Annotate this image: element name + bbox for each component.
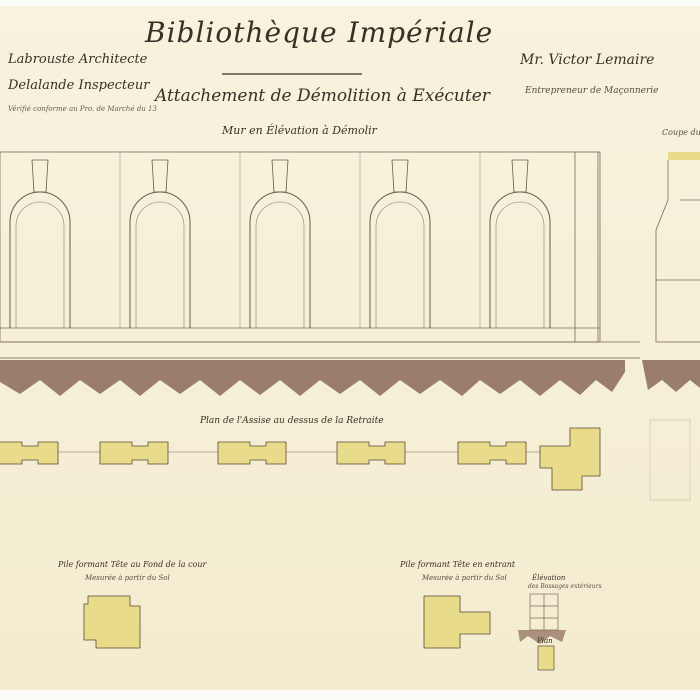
contractor-name: Mr. Victor Lemaire: [520, 52, 655, 68]
drawing-title: Bibliothèque Impériale: [145, 16, 494, 49]
wall-elevation: [0, 151, 640, 359]
pile2-label: Pile formant Tête en entrant: [400, 560, 516, 569]
plan-label: Plan de l'Assise au dessus de la Retrait…: [200, 416, 384, 426]
elevation-sub: des Bossages extérieurs: [528, 583, 602, 590]
inspector-label: Delalande Inspecteur: [8, 78, 150, 93]
keystone: [511, 159, 529, 193]
plan-pier: [217, 441, 287, 465]
small-plan-label: Plan: [537, 637, 553, 645]
plan-piers: [0, 441, 527, 465]
window-arch: [249, 191, 311, 328]
window-arch: [9, 191, 71, 328]
window-inner: [495, 201, 545, 328]
verification-note: Vérifié conforme au Pro. de Marché du 13: [8, 105, 157, 113]
architect-label: Labrouste Architecte: [8, 52, 148, 67]
drawing-heading: Attachement de Démolition à Exécuter: [155, 86, 490, 106]
pile2-sub: Mesurée à partir du Sol: [422, 574, 507, 582]
elevation-wash: [518, 630, 566, 644]
elevation-detail: [529, 593, 559, 631]
plan-pier: [457, 441, 527, 465]
section-label: Coupe du Mu: [662, 128, 700, 137]
keystones: [31, 159, 529, 193]
keystone: [151, 159, 169, 193]
pile1-label: Pile formant Tête au Fond de la cour: [58, 560, 207, 569]
plan-pier: [0, 441, 59, 465]
window-inner: [15, 201, 65, 328]
wall-section: [655, 152, 700, 343]
window-inner: [375, 201, 425, 328]
pile1-sub: Mesurée à partir du Sol: [85, 574, 170, 582]
keystone: [391, 159, 409, 193]
right-margin-sketch: [649, 419, 691, 501]
corner-pier: [539, 427, 601, 491]
window-inner: [135, 201, 185, 328]
ground-wash: [0, 360, 625, 396]
drawing-subheading: Mur en Élévation à Démolir: [222, 124, 377, 137]
plan-pier: [336, 441, 406, 465]
pile2-plan: [423, 595, 491, 649]
window-arch: [129, 191, 191, 328]
small-plan: [537, 645, 555, 671]
elevation-label: Élévation: [532, 574, 566, 582]
window-arch: [489, 191, 551, 328]
window-arch: [369, 191, 431, 328]
plan-pier: [99, 441, 169, 465]
keystone: [31, 159, 49, 193]
window-inner: [255, 201, 305, 328]
contractor-role: Entrepreneur de Maçonnerie: [525, 86, 659, 96]
window-arches: [0, 152, 551, 328]
pile1-plan: [83, 595, 141, 649]
ground-wash-right: [642, 360, 700, 392]
keystone: [271, 159, 289, 193]
